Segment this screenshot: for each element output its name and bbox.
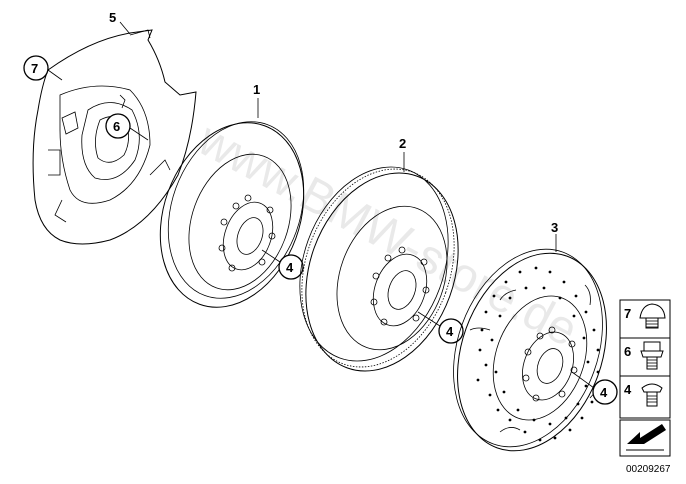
label-disc-sport: 3 [551, 220, 558, 235]
diagram-number: 00209267 [626, 464, 671, 475]
legend-7-label: 7 [624, 306, 631, 321]
callout-disc3-4 [592, 379, 618, 405]
brake-disc-vented [299, 166, 459, 372]
callout-shield-6 [105, 113, 131, 139]
callout-disc1-4 [278, 254, 304, 280]
bolt-4-icon [641, 383, 663, 407]
dust-shield [32, 21, 197, 245]
callout-disc3-4-label: 4 [600, 385, 608, 400]
label-disc-vented: 2 [399, 136, 406, 151]
callout-disc1-4-label: 4 [286, 260, 294, 275]
brake-disc-standard [159, 121, 305, 308]
callout-shield-7-label: 7 [31, 61, 38, 76]
watermark: www.BMW-store.de [189, 112, 586, 357]
legend-4-label: 4 [624, 382, 632, 397]
callout-shield-7 [23, 55, 49, 81]
screw-7-icon [639, 303, 666, 329]
label-disc-standard: 1 [253, 82, 260, 97]
bolt-6-icon [640, 341, 664, 370]
callout-disc2-4 [438, 318, 464, 344]
fastener-legend: 7 6 4 [619, 299, 671, 457]
label-dust-shield: 5 [109, 10, 116, 25]
direction-arrow-icon [626, 424, 666, 451]
brake-disc-sport [453, 248, 607, 452]
callout-shield-6-label: 6 [113, 119, 120, 134]
callout-disc2-4-label: 4 [446, 324, 454, 339]
legend-6-label: 6 [624, 344, 631, 359]
